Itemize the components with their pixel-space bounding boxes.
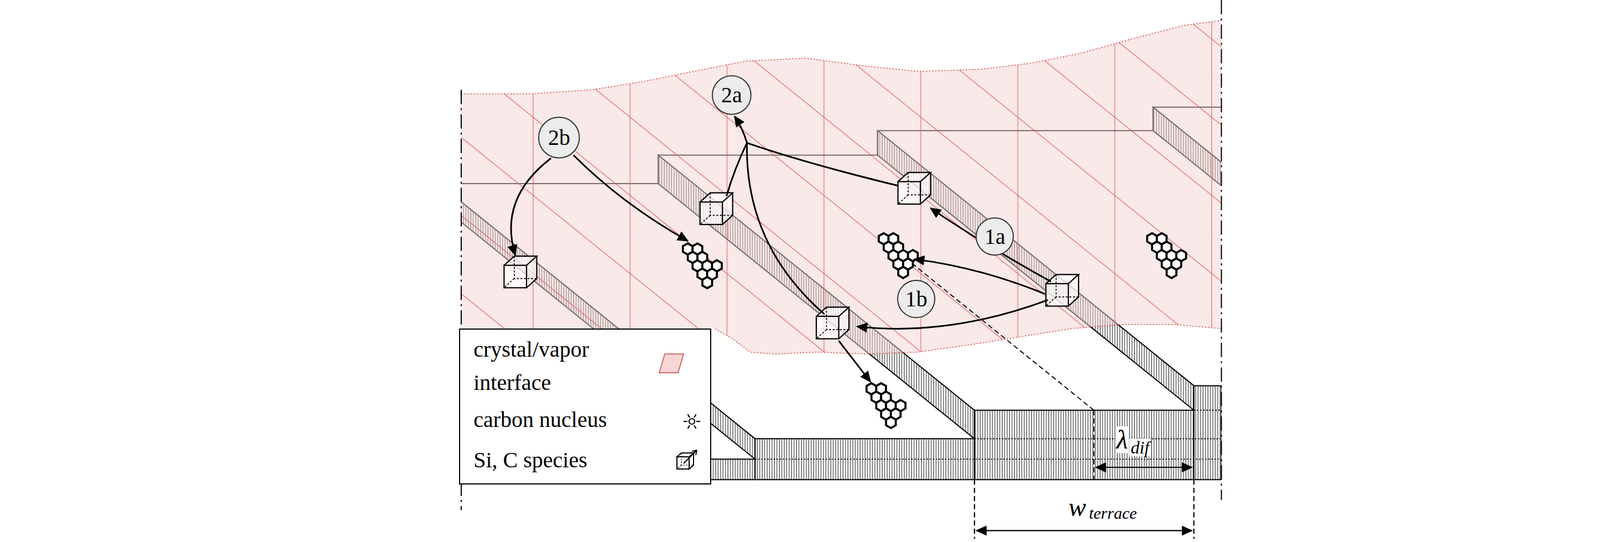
carbon-nucleus-symbol	[689, 418, 695, 425]
crystal-front-face	[974, 410, 1195, 480]
crystal-vapor-interface	[461, 20, 1222, 354]
carbon-nucleus-symbol	[696, 420, 701, 422]
carbon-nucleus	[683, 233, 1187, 429]
carbon-nucleus-symbol	[694, 425, 697, 429]
process-arrow	[838, 340, 871, 382]
callout-circle-outline	[538, 117, 580, 158]
crystal-vapor-interface	[461, 20, 1222, 95]
legend-entry: crystal/vapor interface	[460, 332, 711, 400]
si-c-species-cube	[700, 193, 733, 225]
carbon-nucleus-symbol	[683, 414, 701, 429]
crystal-vapor-interface	[461, 20, 1222, 354]
carbon-nucleus-symbol	[677, 409, 707, 434]
crystal-steps	[461, 20, 1222, 480]
legend-swatch	[657, 351, 686, 376]
callout-circle: 1a	[975, 216, 1015, 257]
callout-circle-outline	[976, 217, 1014, 255]
callout-text-group: 2a	[721, 82, 743, 108]
si-c-species-cube	[1045, 274, 1079, 306]
dimension-label: w	[1067, 493, 1088, 521]
crystal-front-face	[1194, 385, 1222, 480]
process-arrow	[747, 142, 899, 186]
legend-swatch	[659, 353, 684, 373]
carbon-nucleus	[1147, 233, 1186, 279]
crystal-front-face	[754, 438, 975, 480]
process-arrow	[573, 154, 689, 241]
carbon-nucleus-symbol	[688, 425, 691, 429]
layer-line	[754, 410, 1222, 460]
callout-number: 2b	[548, 125, 571, 150]
diffusion-length-line	[898, 252, 1094, 480]
callout-circle: 1b	[896, 279, 936, 319]
legend-text: Si, C species	[473, 443, 640, 477]
callout-text-group: 1b	[905, 287, 928, 312]
process-arrow	[857, 299, 1049, 329]
callout-number: 1a	[984, 224, 1006, 249]
legend-entry: carbon nucleus	[460, 403, 711, 437]
dimension-line	[974, 467, 1195, 539]
legend-text: crystal/vapor interface	[473, 332, 640, 400]
legend-entry: Si, C species	[460, 443, 711, 477]
species-cube-symbol	[683, 450, 697, 464]
callout-text-group: 2b	[548, 125, 571, 150]
illustration	[438, 0, 1469, 539]
carbon-nucleus-symbol	[683, 420, 688, 422]
carbon-nucleus	[878, 233, 918, 279]
callout-circle-outline	[712, 75, 752, 115]
callout-number: 2a	[721, 82, 743, 108]
process-arrow	[914, 259, 1045, 295]
legend-box: crystal/vapor interfacecarbon nucleusSi,…	[459, 328, 712, 485]
species-cube-symbol	[672, 447, 702, 473]
callout-circle-outline	[897, 280, 935, 318]
si-c-species-cube	[898, 172, 931, 205]
process-arrow	[726, 142, 748, 196]
dimension-line	[1096, 466, 1192, 468]
callout-circle: 2a	[711, 74, 753, 116]
dimension-line	[976, 529, 1192, 531]
crystal-vapor-interface	[461, 20, 1222, 354]
dimension-label: dif	[1129, 438, 1151, 457]
legend-text: carbon nucleus	[473, 403, 640, 437]
process-arrow	[511, 158, 551, 255]
si-c-species-cube	[503, 256, 537, 288]
dimension-label: λ	[1115, 426, 1130, 453]
dimension-label: terrace	[1087, 504, 1139, 522]
dimension-line	[974, 479, 1195, 539]
carbon-nucleus-symbol	[694, 414, 697, 418]
callout-number: 1b	[905, 287, 928, 312]
callout-circle: 2b	[537, 116, 581, 159]
process-arrow	[930, 207, 1052, 282]
carbon-nucleus	[683, 243, 722, 289]
carbon-nucleus	[866, 383, 906, 429]
process-arrow	[734, 116, 747, 143]
callout-text-group: 1a	[984, 224, 1006, 249]
si-c-species-cube	[503, 172, 1079, 340]
crystal-vapor-interface	[714, 324, 1222, 355]
carbon-nucleus-symbol	[688, 414, 691, 418]
process-arrow	[746, 142, 825, 315]
